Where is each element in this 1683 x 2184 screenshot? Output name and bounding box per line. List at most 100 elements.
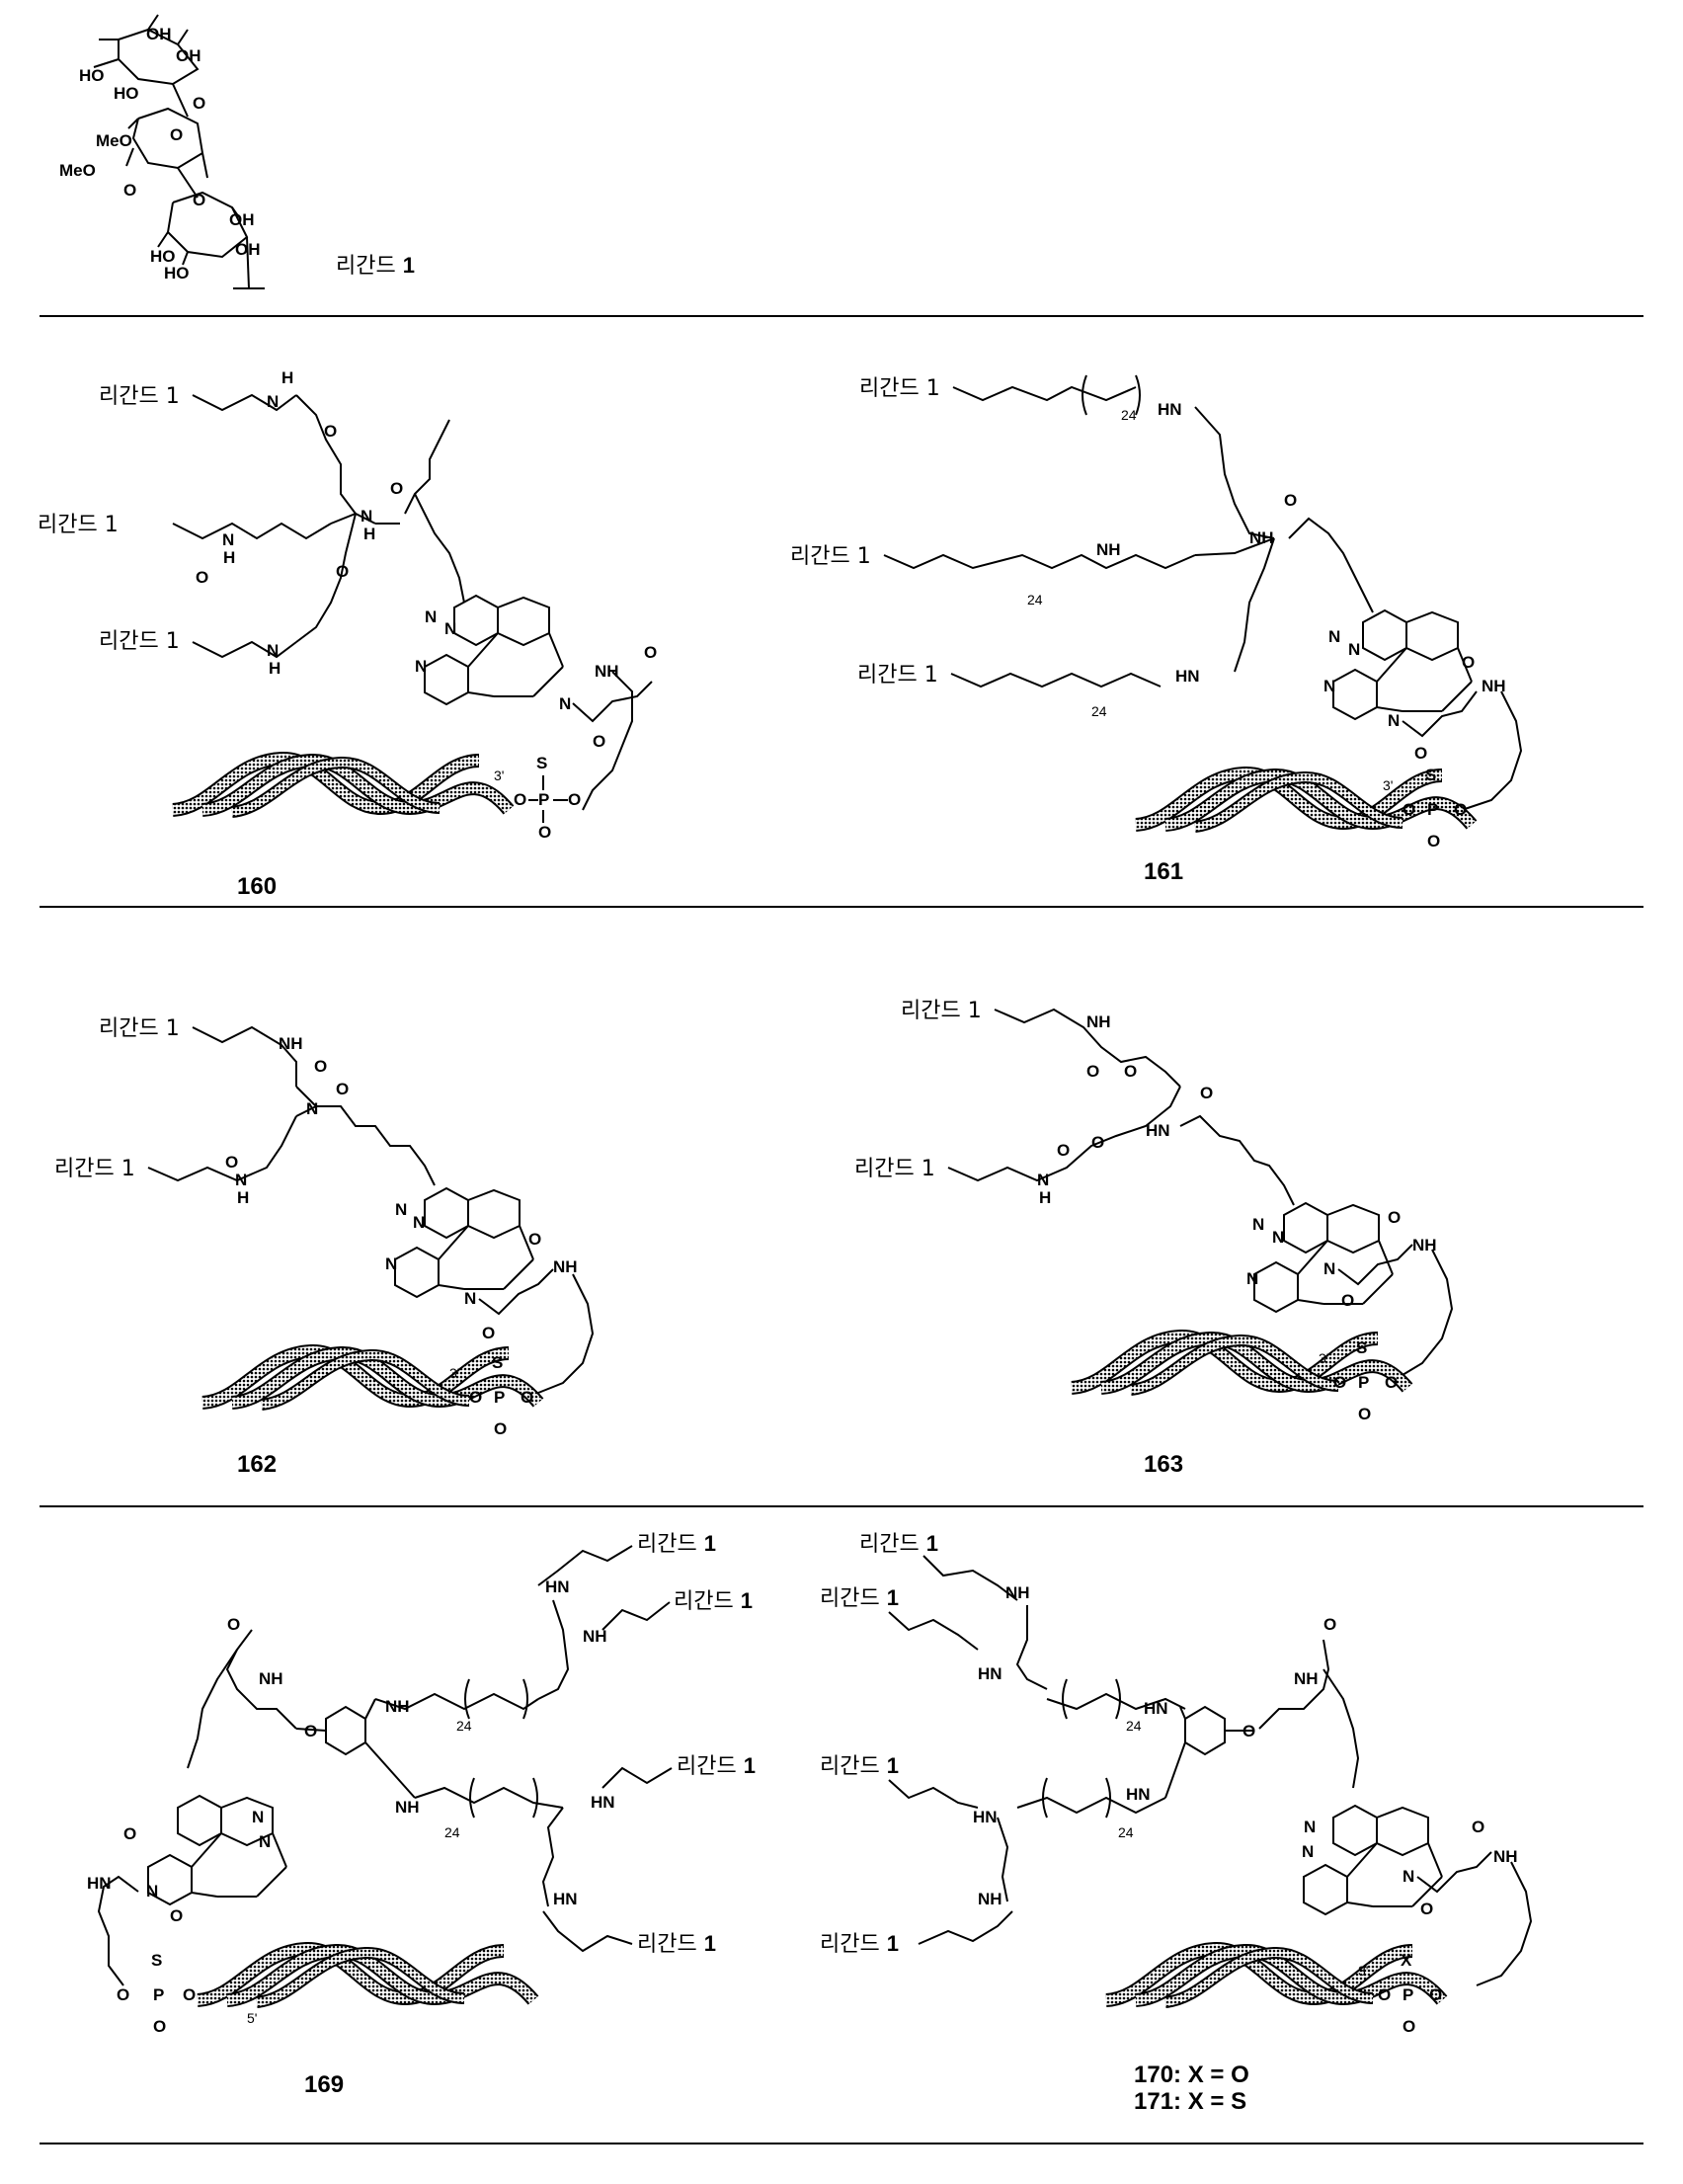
prime-3: 3' xyxy=(494,768,504,783)
atom-o: O xyxy=(170,125,183,144)
atom-n: N xyxy=(464,1289,476,1308)
atom-ho: HO xyxy=(79,66,105,85)
atom-n: N xyxy=(146,1882,158,1901)
atom-nh: NH xyxy=(1294,1669,1319,1688)
atom-p: P xyxy=(538,790,549,809)
atom-o: O xyxy=(304,1722,317,1740)
ligand-word: 리간드 xyxy=(637,1532,697,1557)
atom-o: O xyxy=(227,1615,240,1634)
atom-o: O xyxy=(193,191,205,209)
atom-o-minus: O xyxy=(1358,1405,1371,1423)
compound-161: 리간드 1 리간드 1 리간드 1 24 24 24 HN NH HN NH O… xyxy=(790,375,1521,885)
compound-id: 170: X = O xyxy=(1134,2062,1249,2088)
atom-n: N xyxy=(1323,677,1335,695)
ligand-label: 리간드 1 xyxy=(859,1531,938,1557)
atom-n: N xyxy=(361,507,372,526)
repeat-count: 24 xyxy=(1126,1718,1142,1734)
atom-n: N xyxy=(1388,711,1400,730)
atom-n: N xyxy=(559,694,571,713)
atom-o: O xyxy=(1086,1062,1099,1081)
atom-hn: HN xyxy=(1158,400,1182,419)
atom-o: O xyxy=(390,479,403,498)
atom-o: O xyxy=(196,568,208,587)
dbco-triazole xyxy=(395,1188,533,1297)
dbco-triazole xyxy=(1304,1806,1442,1914)
atom-o: O xyxy=(1454,800,1467,819)
atom-p: P xyxy=(494,1388,505,1407)
atom-oh: OH xyxy=(176,46,201,65)
atom-h: H xyxy=(223,548,235,567)
ligand-word: 리간드 xyxy=(336,254,396,279)
atom-p: P xyxy=(1358,1373,1369,1392)
atom-o: O xyxy=(528,1230,541,1249)
compound-170-171: 리간드 1 리간드 1 리간드 1 리간드 1 NH HN HN NH 24 2… xyxy=(820,1531,1531,2115)
atom-n: N xyxy=(385,1254,397,1273)
atom-o: O xyxy=(1429,1985,1442,2004)
atom-p: P xyxy=(153,1985,164,2004)
ligand-number: 1 xyxy=(887,1753,899,1778)
atom-o: O xyxy=(1200,1084,1213,1102)
atom-n: N xyxy=(1272,1228,1284,1247)
atom-hn: HN xyxy=(1144,1699,1168,1718)
atom-o: O xyxy=(1323,1615,1336,1634)
atom-s: S xyxy=(151,1951,162,1970)
ligand-label: 리간드 1 xyxy=(790,544,871,569)
atom-o: O xyxy=(482,1324,495,1342)
atom-h: H xyxy=(363,525,375,543)
ligand-number: 1 xyxy=(887,1931,899,1956)
repeat-count: 24 xyxy=(1027,592,1043,607)
atom-s: S xyxy=(1356,1338,1367,1357)
atom-o: O xyxy=(336,562,349,581)
atom-s: S xyxy=(1425,766,1436,784)
atom-n: N xyxy=(1304,1818,1316,1836)
atom-s: S xyxy=(492,1353,503,1372)
ligand-label: 리간드 1 xyxy=(677,1753,756,1779)
compound-162: 리간드 1 리간드 1 NH O N O O N H N N N N O O N… xyxy=(54,1016,593,1478)
atom-o: O xyxy=(1124,1062,1137,1081)
ligand-label: 리간드 1 xyxy=(99,629,180,654)
repeat-count: 24 xyxy=(1118,1824,1134,1840)
atom-n: N xyxy=(415,657,427,676)
atom-o: O xyxy=(193,94,205,113)
atom-n: N xyxy=(425,607,437,626)
atom-o-minus: O xyxy=(494,1419,507,1438)
ligand-word: 리간드 xyxy=(677,1754,737,1779)
atom-o: O xyxy=(521,1388,533,1407)
ligand-number: 1 xyxy=(926,1531,938,1556)
atom-hn: HN xyxy=(1126,1785,1151,1804)
atom-o: O xyxy=(1091,1133,1104,1152)
atom-nh: NH xyxy=(279,1034,303,1053)
ligand-label: 리간드 1 xyxy=(854,1157,935,1181)
atom-n: N xyxy=(252,1808,264,1826)
atom-nh: NH xyxy=(1096,540,1121,559)
atom-o: O xyxy=(1284,491,1297,510)
ligand-label: 리간드 1 xyxy=(820,1931,899,1957)
atom-o: O xyxy=(324,422,337,441)
atom-o: O xyxy=(1057,1141,1070,1160)
atom-n: N xyxy=(267,641,279,660)
atom-o: O xyxy=(225,1153,238,1172)
atom-o-minus: O xyxy=(538,823,551,842)
ligand-label: 리간드 1 xyxy=(674,1588,753,1614)
atom-n: N xyxy=(395,1200,407,1219)
atom-n: N xyxy=(413,1213,425,1232)
dna-helix xyxy=(173,759,509,812)
ligand-label: 리간드 1 xyxy=(99,1016,180,1041)
atom-hn: HN xyxy=(978,1664,1002,1683)
ligand-1-structure: OH OH HO HO O MeO O MeO O O OH HO HO OH … xyxy=(59,15,415,288)
ligand-word: 리간드 xyxy=(820,1586,880,1611)
atom-h: H xyxy=(237,1188,249,1207)
atom-nh: NH xyxy=(583,1627,607,1646)
dbco-triazole xyxy=(425,596,563,704)
prime-5: 5' xyxy=(247,2010,257,2026)
atom-o: O xyxy=(568,790,581,809)
atom-p: P xyxy=(1402,1985,1413,2004)
ligand-word: 리간드 xyxy=(820,1932,880,1957)
atom-s: S xyxy=(536,754,547,772)
atom-o: O xyxy=(1385,1373,1398,1392)
ligand-number: 1 xyxy=(704,1531,716,1556)
atom-nh: H xyxy=(281,368,293,387)
compound-id: 160 xyxy=(237,873,277,900)
atom-oh: OH xyxy=(146,25,172,43)
ligand-label: 리간드 1 xyxy=(54,1157,135,1181)
